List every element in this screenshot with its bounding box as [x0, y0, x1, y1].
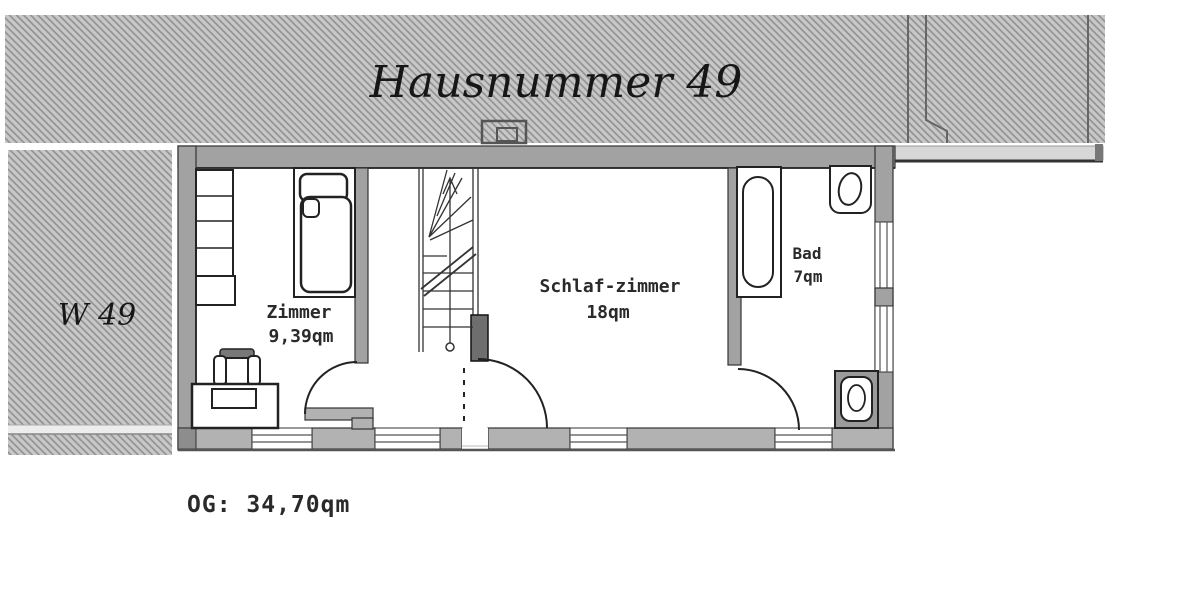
- bed: [293, 167, 356, 298]
- hall-pillar-wall: [304, 407, 374, 430]
- neighbor-strip: [894, 144, 1104, 163]
- toilet: [834, 370, 879, 429]
- right-window-lower: [874, 305, 894, 373]
- bottom-window-schlafzimmer: [569, 427, 628, 450]
- zimmer-name-label: Zimmer: [266, 302, 331, 323]
- zimmer-door-arc: [304, 361, 358, 415]
- west-block-area: [8, 150, 172, 455]
- room-zimmer: Zimmer 9,39qm: [190, 167, 356, 430]
- right-wall: [874, 145, 894, 451]
- stair-winders: [428, 169, 474, 241]
- west-block-label: W 49: [58, 298, 137, 333]
- hall-door-arc: [477, 358, 548, 429]
- chair-armrest-right: [247, 355, 261, 386]
- west-building-block: W 49: [8, 150, 172, 455]
- bed-fold: [302, 198, 320, 218]
- stair-walk-line: [442, 176, 458, 352]
- bottom-window-hall: [374, 427, 441, 450]
- room-bad: Bad 7qm: [736, 165, 879, 429]
- upper-hatch-band: Hausnummer 49: [5, 15, 1105, 145]
- bad-door-arc: [737, 368, 800, 431]
- schlafzimmer-area-label: 18qm: [586, 302, 630, 323]
- wardrobe: [195, 169, 236, 306]
- doors: [304, 358, 800, 431]
- window-symbol-icon: [480, 119, 528, 145]
- sink: [829, 165, 872, 214]
- right-window-upper: [874, 221, 894, 289]
- bottom-wall: [177, 427, 895, 452]
- bottom-window-bad: [774, 427, 833, 450]
- band-jog-line: [925, 15, 948, 143]
- bad-name-label: Bad: [793, 244, 822, 263]
- zimmer-area-label: 9,39qm: [268, 326, 333, 347]
- chair-seat: [225, 357, 249, 387]
- bed-blanket: [299, 195, 353, 294]
- outer-walls: [177, 145, 896, 452]
- house-title: Hausnummer 49: [369, 57, 743, 108]
- bathtub: [736, 166, 782, 298]
- bottom-door-opening: [462, 428, 488, 449]
- west-block-wall-line: [8, 425, 172, 434]
- hatch-band-area: [5, 15, 1105, 143]
- desk-chair: [213, 348, 261, 387]
- floor-area-label: OG: 34,70qm: [187, 492, 350, 518]
- bottom-right-corner: [831, 427, 894, 450]
- bottom-left-corner: [177, 427, 197, 450]
- bad-area-label: 7qm: [794, 267, 823, 286]
- zimmer-hall-wall: [354, 167, 369, 364]
- right-wall-mullion: [874, 287, 894, 307]
- top-wall: [177, 145, 896, 169]
- stair-walls: [418, 168, 489, 362]
- stair-wall-block: [470, 314, 489, 362]
- room-schlafzimmer: Schlaf-zimmer 18qm: [540, 276, 681, 323]
- staircase: [420, 169, 477, 424]
- desk: [190, 382, 280, 430]
- bottom-window-zimmer: [251, 427, 313, 450]
- chair-armrest-left: [213, 355, 227, 386]
- schlafzimmer-name-label: Schlaf-zimmer: [540, 276, 681, 297]
